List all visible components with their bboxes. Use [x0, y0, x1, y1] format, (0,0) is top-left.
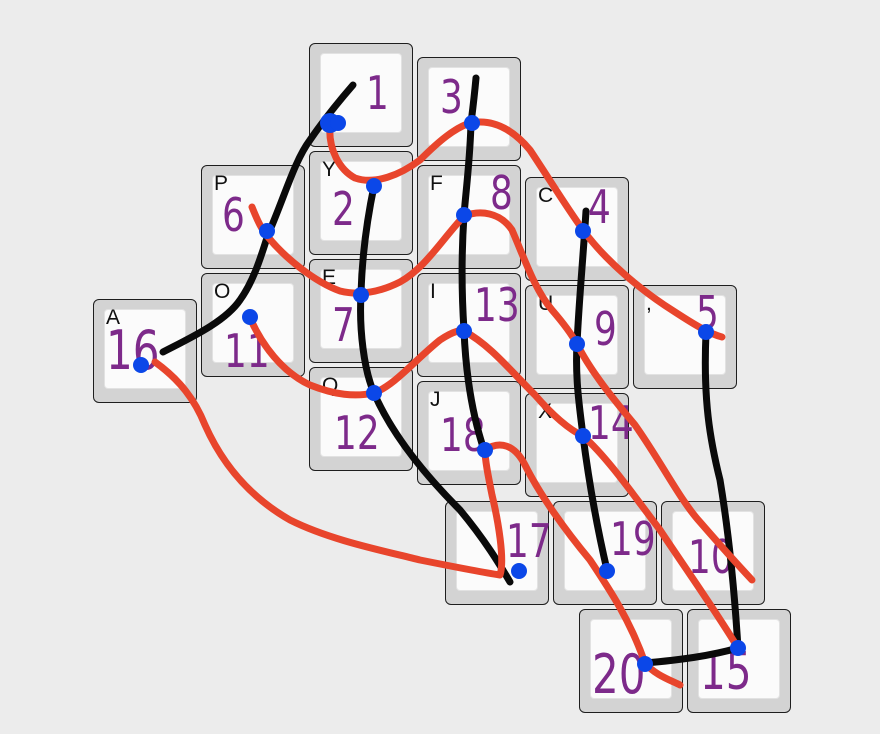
key-number: 16	[106, 319, 160, 382]
key-number: 9	[594, 302, 617, 356]
node-dot	[353, 287, 369, 303]
key-label: C	[538, 184, 554, 207]
key-number: 20	[592, 643, 646, 706]
node-dot	[637, 656, 653, 672]
node-dot	[730, 640, 746, 656]
node-dot	[569, 336, 585, 352]
node-dot	[511, 563, 527, 579]
key-label: Y	[322, 158, 337, 181]
red-path-3	[246, 314, 742, 652]
key-label: A	[106, 306, 121, 329]
red-path-2	[248, 203, 756, 584]
key-q: Q 12	[309, 367, 413, 471]
node-dot	[133, 357, 149, 373]
black-path-c-to-19	[573, 207, 611, 574]
key-number: 13	[474, 278, 520, 332]
key-label: I	[430, 280, 436, 303]
node-dots	[133, 113, 746, 672]
key-number: 17	[506, 514, 552, 568]
key-number: 6	[222, 188, 245, 242]
key-e: E 7	[309, 259, 413, 363]
key-label: P	[214, 172, 229, 195]
node-dot	[477, 442, 493, 458]
node-dot	[575, 223, 591, 239]
node-dot	[599, 563, 615, 579]
key-number: 2	[332, 182, 355, 236]
key-label: O	[214, 280, 231, 303]
key-number: 1	[366, 66, 389, 120]
node-dot	[456, 323, 472, 339]
key-number: 4	[588, 180, 611, 234]
node-dot	[330, 115, 346, 131]
red-path-1	[326, 118, 726, 341]
key-number: 3	[440, 70, 463, 124]
key-label: F	[430, 172, 443, 195]
key-number: 7	[332, 298, 355, 352]
node-dot	[259, 223, 275, 239]
key-label: J	[430, 388, 441, 411]
red-path-4	[151, 358, 684, 689]
key-number: 12	[334, 406, 380, 460]
node-dot	[698, 324, 714, 340]
black-path-comma-to-20	[641, 329, 742, 667]
key-label: ,	[646, 292, 652, 315]
node-dot	[366, 385, 382, 401]
node-dot	[366, 178, 382, 194]
key-number: 14	[588, 396, 634, 450]
key-number: 19	[610, 512, 656, 566]
black-path-3-to-17	[458, 74, 488, 454]
key-number: 8	[490, 166, 513, 220]
node-dot	[242, 309, 258, 325]
node-dot	[456, 207, 472, 223]
node-dot	[575, 428, 591, 444]
node-dot	[464, 115, 480, 131]
